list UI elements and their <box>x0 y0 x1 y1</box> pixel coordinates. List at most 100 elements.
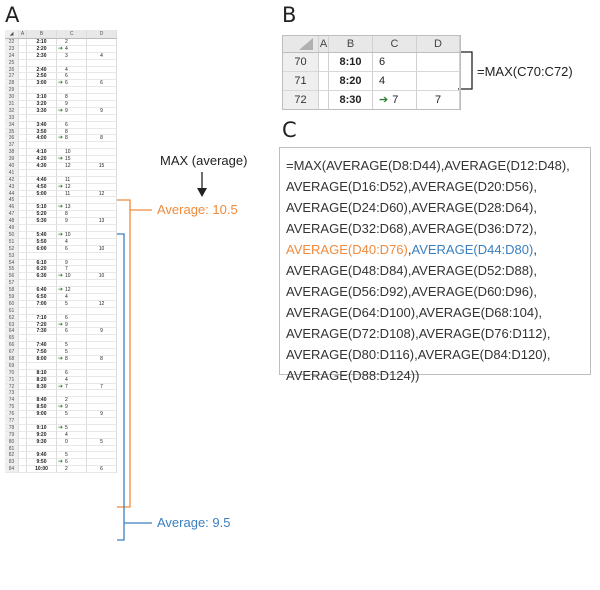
cell-d <box>87 197 117 205</box>
cell-a <box>19 94 27 102</box>
cell-d: 15 <box>87 163 117 170</box>
row-number: 65 <box>5 335 19 343</box>
cell-c <box>57 390 87 398</box>
cell-c-value: 4 <box>65 293 68 300</box>
cell-c-value: 5 <box>65 424 68 431</box>
row-number: 59 <box>5 293 19 301</box>
cell-d <box>87 121 117 129</box>
cell-b: 3:10 <box>27 94 57 102</box>
cell-d <box>87 424 117 432</box>
cell-d: 8 <box>87 135 117 143</box>
row-number: 63 <box>5 321 19 329</box>
cell-a <box>19 307 27 315</box>
row-number: 55 <box>5 266 19 274</box>
arrow-right-icon: ➔ <box>379 94 389 106</box>
cell-c <box>57 225 87 232</box>
cell-a <box>19 411 27 418</box>
cell-c: 6 <box>57 121 87 129</box>
blue-bracket <box>117 233 125 541</box>
cell-b <box>27 417 57 425</box>
cell-d <box>87 183 117 191</box>
cell-c-value: 8 <box>65 135 68 142</box>
cell-d <box>87 66 117 74</box>
table-row: 70 8:10 6 <box>283 53 460 72</box>
cell-b: 2:30 <box>27 52 57 60</box>
row-number: 75 <box>5 404 19 412</box>
cell-d <box>87 101 117 108</box>
table-row: 71 8:20 4 <box>283 72 460 91</box>
table-row: 49 <box>5 225 117 232</box>
cell-d: 10 <box>87 245 117 253</box>
cell-c: ➔10 <box>57 273 87 281</box>
cell-d <box>87 39 117 46</box>
row-number: 32 <box>5 107 19 115</box>
row-number: 70 <box>283 53 319 71</box>
cell-b: 10:00 <box>27 466 57 474</box>
cell-c: 4 <box>373 72 417 90</box>
cell-c <box>57 169 87 177</box>
cell-b: 9:30 <box>27 438 57 446</box>
cell-a <box>19 369 27 377</box>
cell-a <box>19 176 27 184</box>
cell-c: 0 <box>57 438 87 446</box>
cell-b <box>27 280 57 288</box>
cell-a <box>19 101 27 108</box>
cell-b: 4:50 <box>27 183 57 191</box>
cell-a <box>19 87 27 95</box>
cell-b: 2:10 <box>27 39 57 46</box>
row-number: 83 <box>5 459 19 467</box>
cell-b: 9:40 <box>27 452 57 460</box>
cell-d <box>87 362 117 370</box>
cell-b <box>27 87 57 95</box>
cell-c: 6 <box>57 73 87 81</box>
cell-b: 7:30 <box>27 328 57 336</box>
row-number: 29 <box>5 87 19 95</box>
formula-line: AVERAGE(D32:D68),AVERAGE(D36:D72), <box>286 221 537 236</box>
arrow-right-icon: ➔ <box>58 287 64 294</box>
cell-c-value: 6 <box>65 369 68 376</box>
cell-c-value: 8 <box>65 355 68 362</box>
cell-c-value: 12 <box>65 183 71 190</box>
corner-cell: ◢ <box>5 30 19 38</box>
column-header-row: ◢ A B C D <box>5 30 117 39</box>
row-number: 52 <box>5 245 19 253</box>
cell-b: 8:40 <box>27 397 57 405</box>
cell-a <box>19 335 27 343</box>
cell-c <box>57 252 87 260</box>
cell-c: 5 <box>57 349 87 356</box>
cell-c: 9 <box>57 218 87 226</box>
cell-a <box>19 273 27 281</box>
row-number: 40 <box>5 163 19 170</box>
cell-c-value: 5 <box>65 411 68 418</box>
cell-b: 9:00 <box>27 411 57 418</box>
cell-b: 7:00 <box>27 300 57 308</box>
cell-d <box>87 238 117 246</box>
cell-c-value: 4 <box>379 75 386 87</box>
row-number: 61 <box>5 307 19 315</box>
row-number: 46 <box>5 204 19 212</box>
table-row: 61 <box>5 307 117 315</box>
cell-d <box>87 142 117 150</box>
cell-b: 9:10 <box>27 424 57 432</box>
table-row: 69 <box>5 362 117 370</box>
cell-b: 7:20 <box>27 321 57 329</box>
cell-b: 6:40 <box>27 287 57 294</box>
table-row: 81 <box>5 445 117 453</box>
cell-d <box>417 72 460 90</box>
cell-b: 8:10 <box>27 369 57 377</box>
row-number: 71 <box>5 376 19 384</box>
